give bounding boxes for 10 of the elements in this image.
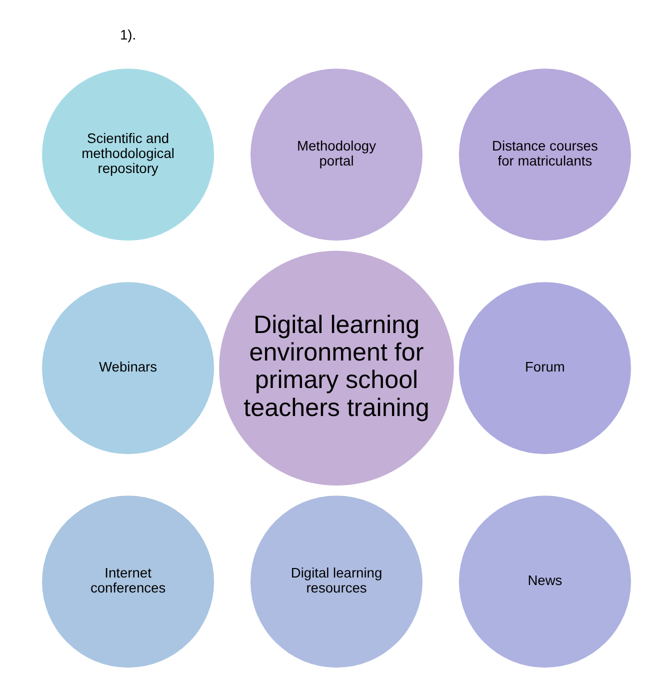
node-circle: Internet conferences xyxy=(42,496,214,668)
node-circle: Digital learning environment for primary school teachers training xyxy=(218,250,454,486)
label: 1). xyxy=(119,26,136,42)
node-circle: Webinars xyxy=(42,282,214,454)
node-circle: News xyxy=(458,496,630,668)
node-circle: Distance courses for matriculants xyxy=(458,68,630,241)
node-circle: Methodology portal xyxy=(250,68,422,241)
node-circle: Forum xyxy=(458,282,630,454)
node-circle: Digital learning resources xyxy=(250,496,422,668)
node-circle: Scientific and methodological repository xyxy=(42,68,214,241)
